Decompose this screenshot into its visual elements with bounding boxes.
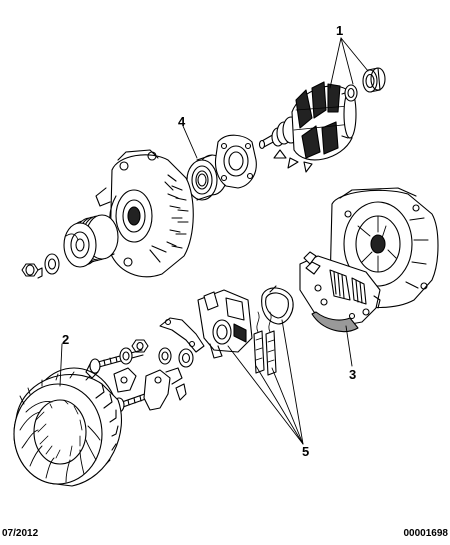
footer-reference: 00001698 — [403, 528, 449, 539]
leader-lines — [59, 37, 369, 445]
terminal-washer-2 — [178, 348, 194, 368]
seal-ring — [261, 285, 294, 325]
rotor-assembly — [258, 81, 357, 173]
rectifier-assembly — [299, 251, 381, 332]
brush-left — [253, 311, 265, 374]
leader-5c — [271, 367, 304, 445]
terminal-bushing — [119, 347, 133, 365]
leader-1b — [340, 37, 354, 85]
regulator-brush-holder — [197, 289, 253, 359]
leader-1c — [340, 37, 369, 72]
callout-2: 2 — [62, 332, 69, 347]
leader-4 — [182, 125, 198, 159]
terminal-bracket — [159, 317, 205, 353]
leader-3 — [345, 325, 353, 367]
rotor-small-ring — [344, 84, 358, 102]
terminal-link-plate — [113, 367, 137, 393]
diode-bracket — [143, 367, 187, 411]
terminal-washer-1 — [158, 347, 172, 365]
leader-2 — [59, 343, 63, 387]
brush-right — [265, 311, 277, 376]
callout-5: 5 — [302, 444, 309, 459]
retainer-plate — [214, 134, 257, 189]
washer — [44, 253, 60, 275]
leader-5a — [227, 345, 304, 445]
stator — [13, 367, 122, 487]
front-housing — [95, 149, 194, 278]
leader-5b — [255, 365, 304, 445]
front-bearing — [186, 154, 228, 201]
pulley — [63, 214, 119, 268]
leader-1a — [329, 37, 342, 89]
leader-5d — [281, 319, 304, 445]
callout-4: 4 — [178, 114, 186, 129]
rotor-rear-bearing — [362, 67, 386, 93]
callout-1: 1 — [336, 23, 343, 38]
nut — [21, 263, 43, 279]
callout-3: 3 — [349, 367, 356, 382]
footer-date: 07/2012 — [2, 528, 39, 539]
